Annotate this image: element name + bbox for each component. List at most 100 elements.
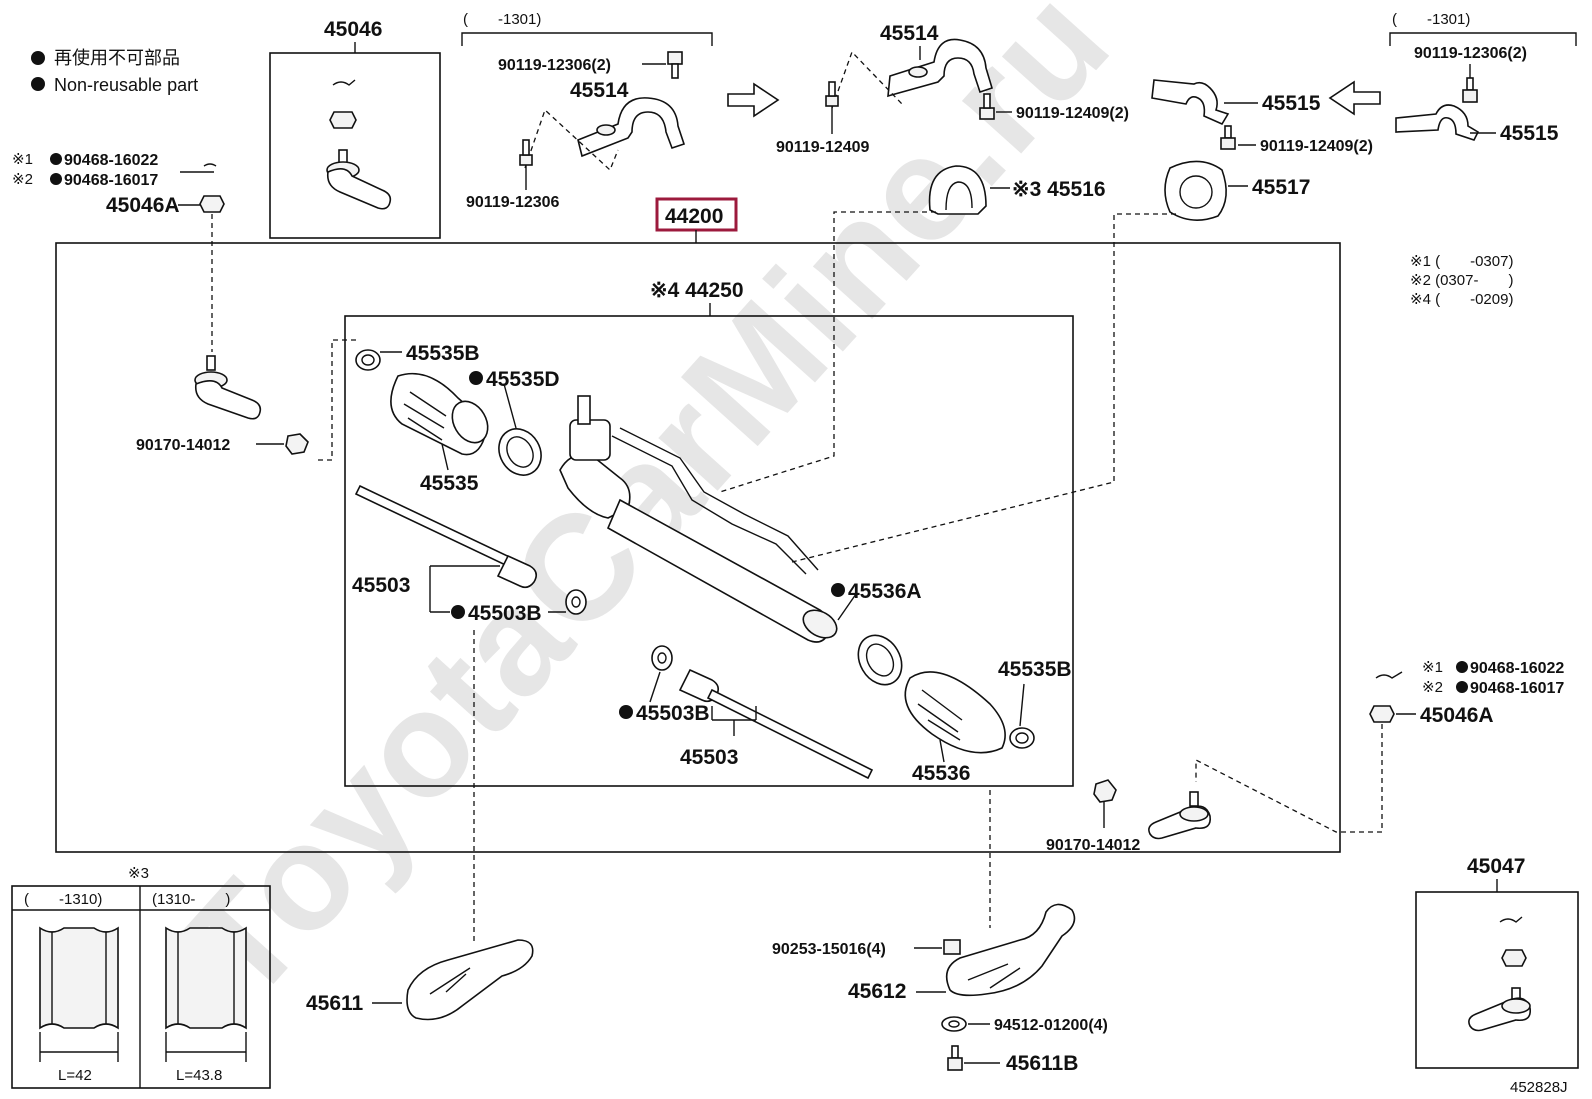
bolt-12409[interactable]: 90119-12409 (776, 139, 870, 156)
nut-icon (1093, 779, 1117, 803)
clamp-45536A-icon (857, 634, 903, 686)
bracket-45611[interactable]: 45611 (306, 992, 364, 1015)
part-45514-left[interactable]: 45514 (570, 79, 629, 102)
nut-icon (285, 433, 309, 455)
bracket-45612[interactable]: 45612 (848, 980, 906, 1003)
part-44250[interactable]: ※4 44250 (650, 279, 744, 302)
inset-col-1: ( -1310) (24, 891, 102, 908)
washer-45503B-left[interactable]: 45503B (468, 602, 542, 625)
bolt-15016[interactable]: 90253-15016(4) (772, 941, 886, 958)
nut-14012-left[interactable]: 90170-14012 (136, 437, 230, 454)
castle-nut-icon (1369, 705, 1395, 723)
clamp-bracket-45514-right-icon (887, 38, 993, 98)
castle-nut-icon (199, 195, 225, 213)
part-45046[interactable]: 45046 (324, 18, 382, 41)
tie-rod-45503-left[interactable]: 45503 (352, 574, 410, 597)
bellows-45535-icon (390, 372, 489, 456)
clamp-45536A[interactable]: 45536A (848, 580, 922, 603)
cotter-note-2-right: ※2 (1422, 679, 1443, 696)
bolt-12409-2-top[interactable]: 90119-12409(2) (1016, 105, 1129, 122)
bolt-icon (1462, 77, 1478, 103)
diagram-id: 452828J (1510, 1079, 1568, 1096)
nut-14012-right[interactable]: 90170-14012 (1046, 837, 1140, 854)
bolt-icon (519, 139, 533, 166)
part-45514-right[interactable]: 45514 (880, 22, 939, 45)
cotter-pin-16022-left[interactable]: 90468-16022 (64, 152, 158, 169)
washer-icon (941, 1016, 967, 1032)
clamp-45535D[interactable]: 45535D (486, 368, 560, 391)
clip-45535B-left-icon (355, 349, 381, 371)
tie-rod-end-right-icon (1148, 791, 1212, 840)
washer-01200[interactable]: 94512-01200(4) (994, 1017, 1108, 1034)
bushing-inset-table (11, 885, 271, 1089)
cotter-note-2-left: ※2 (12, 171, 33, 188)
bolt-12306-2-right[interactable]: 90119-12306(2) (1414, 45, 1527, 62)
clip-45535B-left[interactable]: 45535B (406, 342, 480, 365)
tie-rod-45503-left-icon (354, 484, 538, 589)
bushing-45517-icon (1164, 160, 1227, 221)
bushing-profile-2-icon (165, 926, 247, 1030)
date-range-left: ( -1301) (463, 11, 541, 28)
legend-en: Non-reusable part (54, 75, 198, 95)
cotter-pin-16017-left[interactable]: 90468-16017 (64, 172, 158, 189)
note-1: ※1 ( -0307) (1410, 253, 1513, 270)
bolt-icon (979, 93, 995, 120)
bolt-icon (825, 81, 839, 107)
tie-rod-end-45047-box (1415, 891, 1579, 1069)
inset-col-2: (1310- ) (152, 891, 230, 908)
bracket-45611-icon (406, 939, 534, 1021)
inset-title: ※3 (128, 865, 149, 882)
legend-jp: 再使用不可部品 (54, 48, 180, 68)
clip-45535B-right-icon (1009, 727, 1035, 749)
inset-length-1: L=42 (58, 1067, 92, 1084)
tie-rod-end-45047-icon (1468, 916, 1532, 1032)
note-4: ※4 ( -0209) (1410, 291, 1513, 308)
bracket-45612-icon (945, 903, 1076, 997)
arrow-left-icon (1328, 80, 1381, 116)
washer-icon (565, 589, 587, 615)
tie-rod-end-45046-icon (326, 79, 392, 210)
washer-45503B-right[interactable]: 45503B (636, 702, 710, 725)
note-2: ※2 (0307- ) (1410, 272, 1513, 289)
bushing-45516[interactable]: ※3 45516 (1012, 178, 1106, 201)
arrow-right-icon (727, 82, 780, 118)
clip-45535B-right[interactable]: 45535B (998, 658, 1072, 681)
cotter-note-1-left: ※1 (12, 151, 33, 168)
bellows-45536-icon (904, 671, 1006, 754)
bushing-profile-1-icon (39, 926, 119, 1030)
part-45515-left[interactable]: 45515 (1262, 92, 1321, 115)
cotter-pin-16022-right[interactable]: 90468-16022 (1470, 660, 1564, 677)
cotter-pin-16017-right[interactable]: 90468-16017 (1470, 680, 1564, 697)
part-44200[interactable]: 44200 (665, 205, 723, 228)
bellows-45535[interactable]: 45535 (420, 472, 479, 495)
tie-rod-end-left-icon (194, 355, 262, 420)
part-45047[interactable]: 45047 (1467, 855, 1525, 878)
part-45515-right[interactable]: 45515 (1500, 122, 1559, 145)
clamp-bracket-45515-left-icon (1151, 79, 1230, 126)
bellows-45536[interactable]: 45536 (912, 762, 970, 785)
clamp-bracket-45515-right-icon (1395, 104, 1480, 141)
tie-rod-45503-right-icon (678, 668, 874, 780)
nut-45046A-right[interactable]: 45046A (1420, 704, 1494, 727)
steering-rack-housing-icon (559, 395, 838, 643)
tie-rod-45503-right[interactable]: 45503 (680, 746, 738, 769)
assembly-44200-box (55, 242, 1341, 853)
bushing-45516-icon (928, 165, 987, 215)
bolt-icon (1220, 125, 1236, 150)
date-range-right: ( -1301) (1392, 11, 1470, 28)
clamp-45535D-icon (498, 428, 542, 476)
nut-icon (943, 939, 961, 955)
inset-length-2: L=43.8 (176, 1067, 222, 1084)
bolt-12306-2-left[interactable]: 90119-12306(2) (498, 57, 611, 74)
bolt-icon (667, 51, 683, 79)
washer-icon (651, 645, 673, 671)
bolt-45611B[interactable]: 45611B (1006, 1052, 1078, 1075)
clamp-bracket-45514-left-icon (577, 97, 686, 158)
assembly-44250-box (344, 315, 1074, 787)
bolt-12409-2-right[interactable]: 90119-12409(2) (1260, 138, 1373, 155)
bolt-12306-left[interactable]: 90119-12306 (466, 194, 560, 211)
nut-45046A-left[interactable]: 45046A (106, 194, 180, 217)
bolt-icon (947, 1045, 963, 1071)
bushing-45517[interactable]: 45517 (1252, 176, 1310, 199)
